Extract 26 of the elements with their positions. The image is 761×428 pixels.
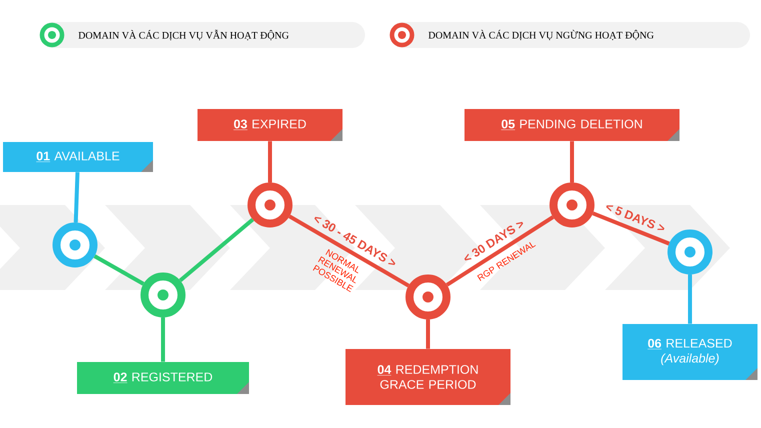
label-box: 04 REDEMPTION GRACE PERIOD — [346, 348, 510, 405]
connector-line — [592, 211, 670, 246]
ring-marker — [668, 230, 712, 274]
ring-marker — [550, 182, 594, 228]
connector-line — [426, 319, 430, 349]
label-box: 03 EXPIRED — [198, 109, 342, 141]
label-box: 06 RELEASED (Available) — [622, 324, 758, 380]
legend-text: DOMAIN VÀ CÁC DỊCH VỤ NGỪNG HOẠT ĐỘNG — [428, 30, 654, 40]
ring-marker — [406, 274, 450, 320]
legend-text: DOMAIN VÀ CÁC DỊCH VỤ VẪN HOẠT ĐỘNG — [78, 30, 289, 40]
ring-marker — [140, 272, 186, 318]
edge-label: < 5 DAYS > — [606, 205, 664, 230]
connector-line — [288, 214, 410, 288]
ring-marker — [248, 182, 292, 228]
connector-line — [161, 318, 165, 362]
label-box: 05 PENDING DELETION — [464, 109, 680, 141]
label-box: 02 REGISTERED — [77, 362, 249, 394]
connector-line — [268, 141, 272, 182]
connector-line — [94, 254, 144, 286]
connector-line — [178, 218, 254, 282]
connector-line — [570, 141, 574, 182]
connector-line — [446, 215, 554, 287]
ring-marker — [52, 222, 98, 268]
connector-line — [74, 172, 80, 223]
label-box: 01 AVAILABLE — [3, 142, 153, 172]
connector-line — [688, 274, 692, 324]
